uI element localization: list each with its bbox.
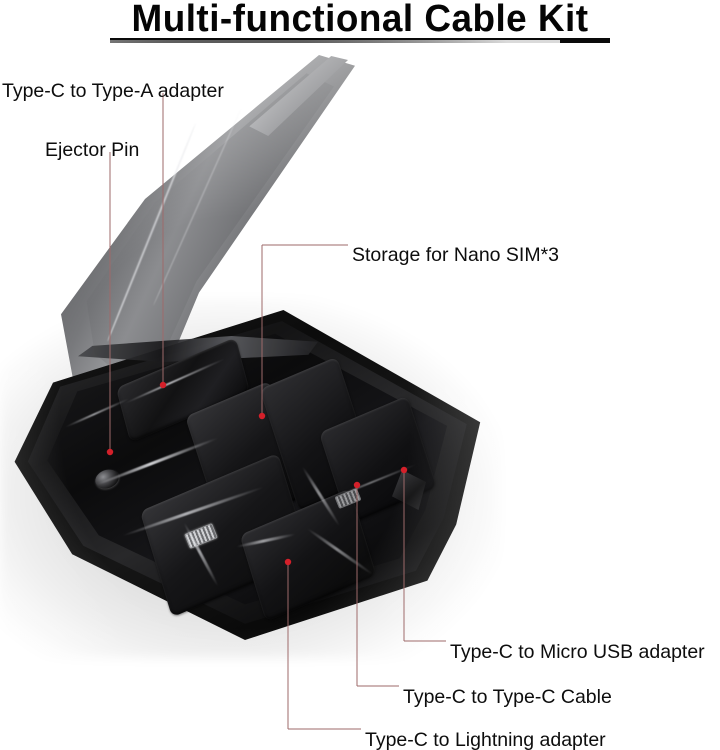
callout-label-type-c-to-type-c-cable: Type-C to Type-C Cable: [403, 686, 612, 708]
callout-label-storage-for-nano-sim: Storage for Nano SIM*3: [352, 244, 560, 266]
callout-label-type-c-to-type-a-adapter: Type-C to Type-A adapter: [2, 80, 224, 102]
page-title: Multi-functional Cable Kit: [131, 0, 589, 40]
callout-label-type-c-to-micro-usb-adapter: Type-C to Micro USB adapter: [450, 641, 705, 663]
callout-label-type-c-to-lightning-adapter: Type-C to Lightning adapter: [365, 729, 606, 750]
callout-label-ejector-pin: Ejector Pin: [45, 139, 140, 161]
